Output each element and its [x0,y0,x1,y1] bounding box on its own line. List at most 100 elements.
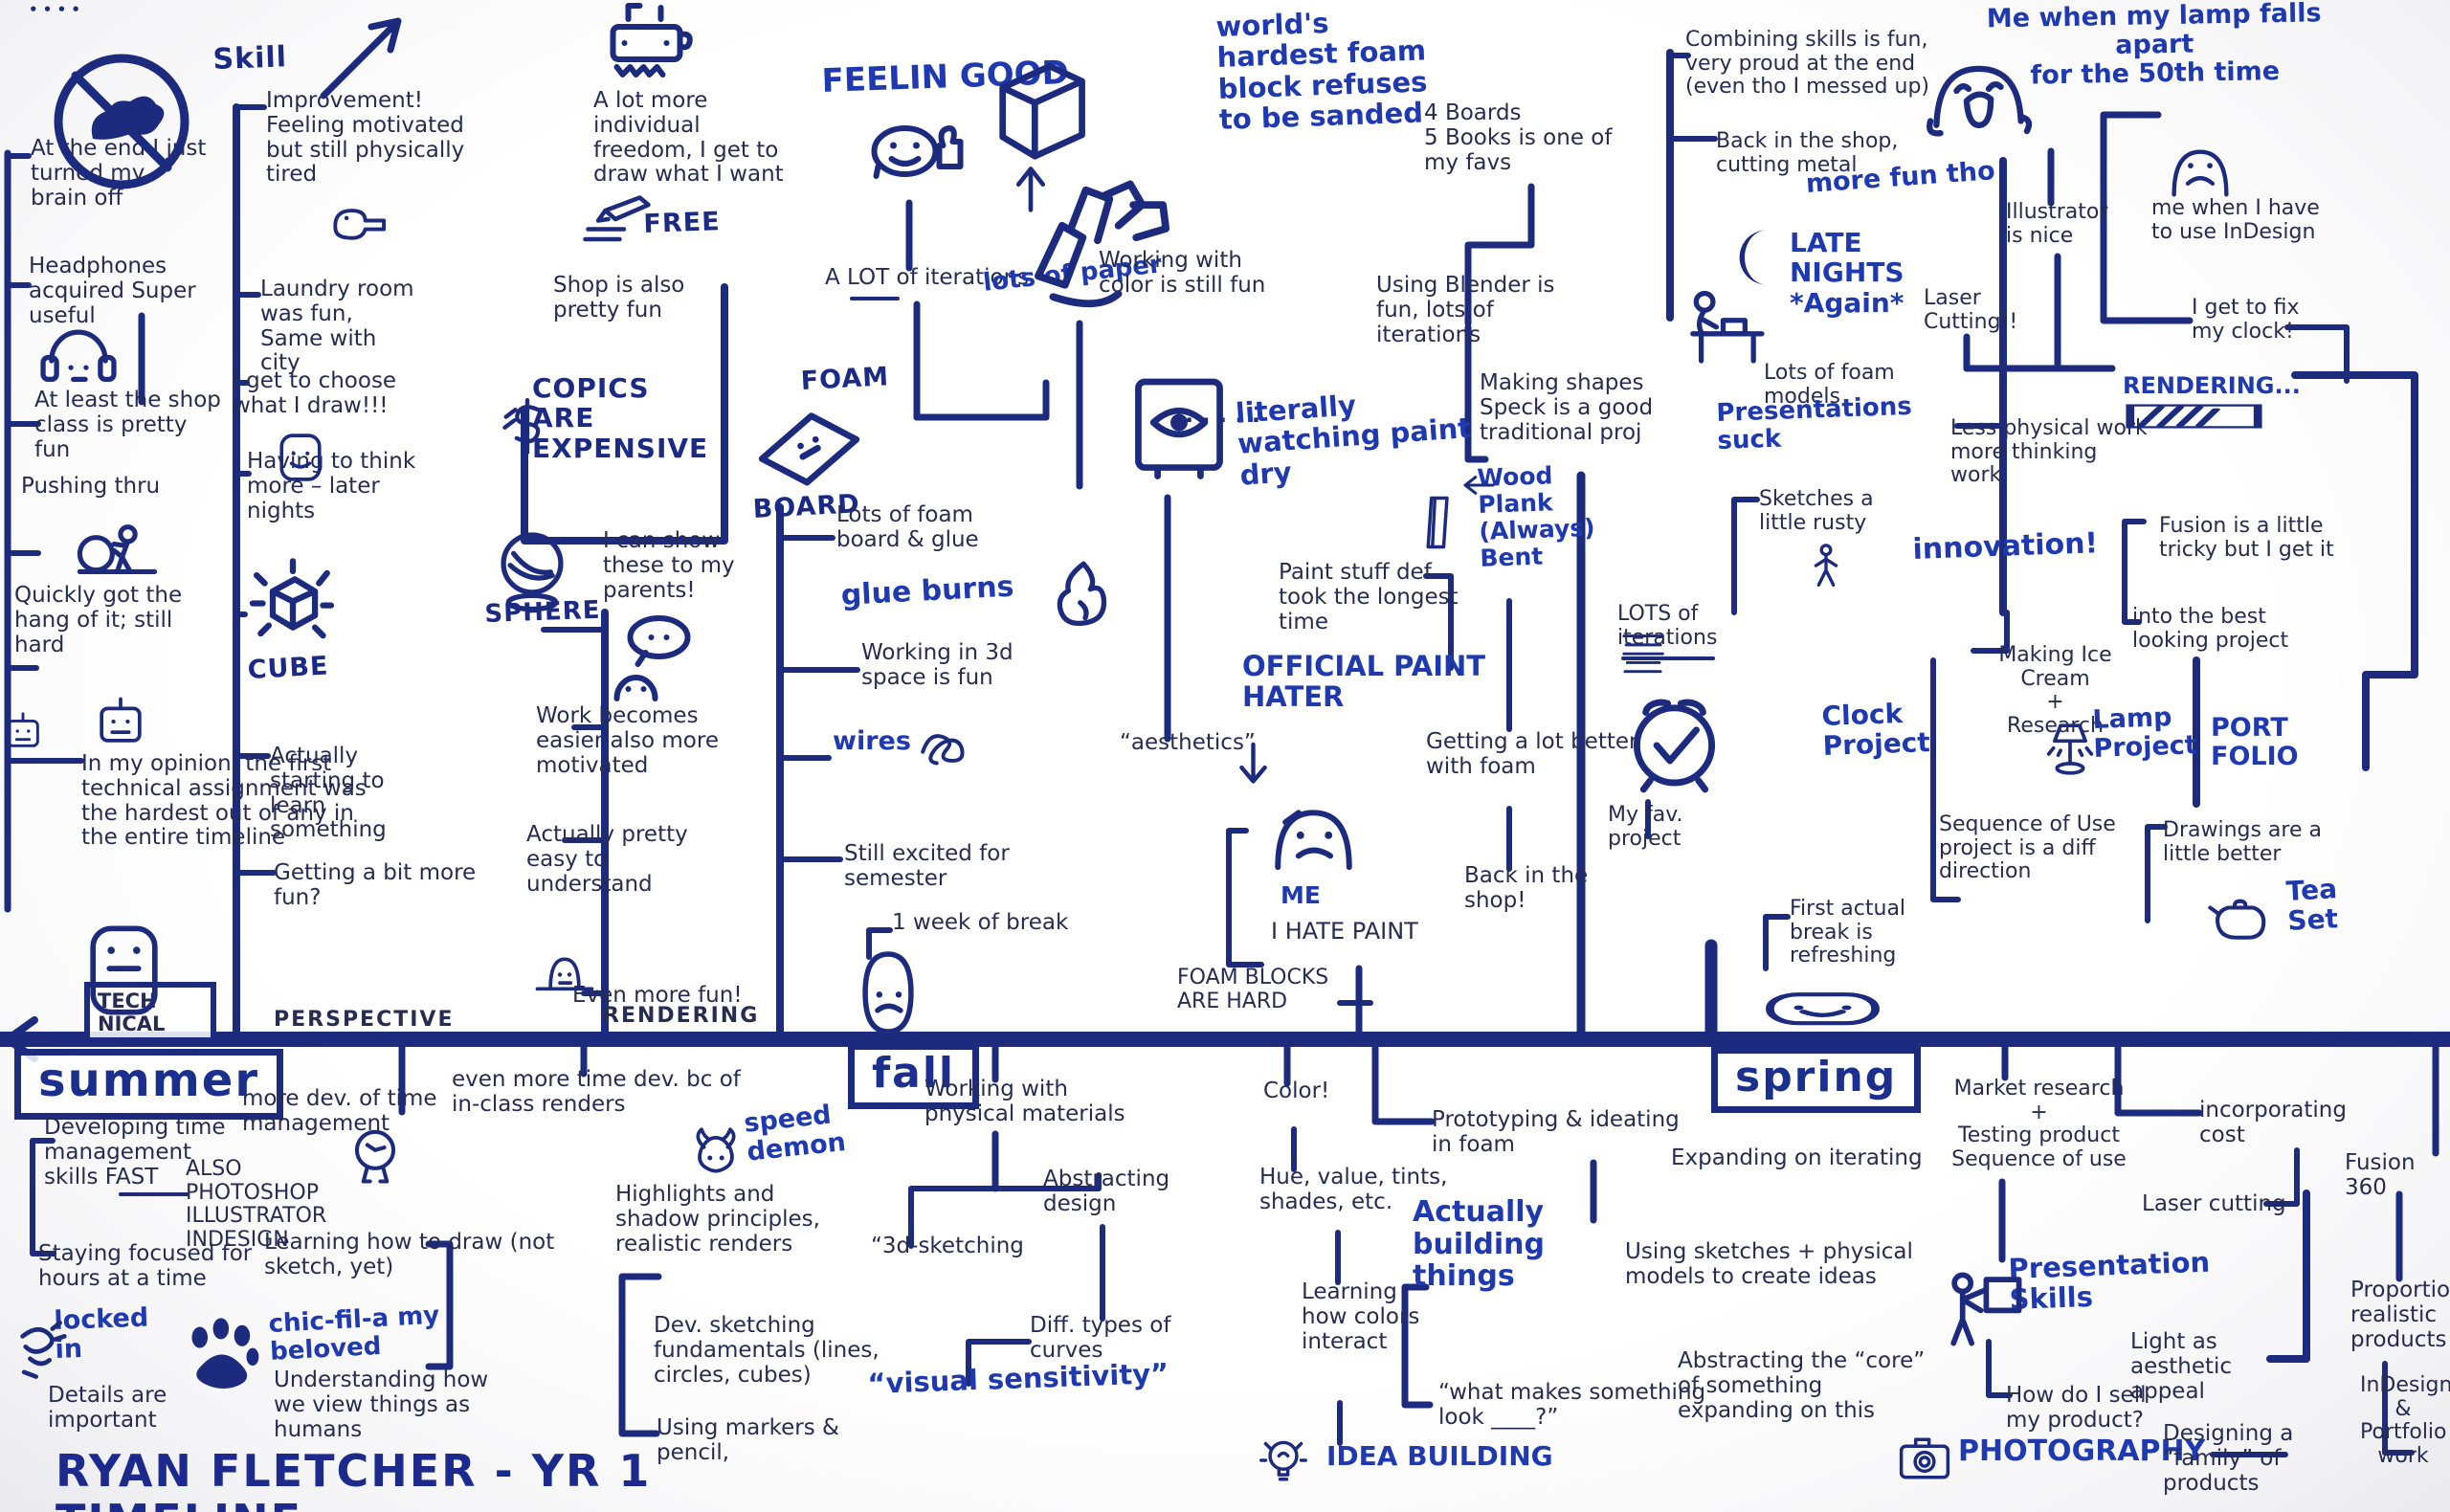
abstracting-design: Abstracting design [1043,1167,1170,1216]
foam-models: Lots of foam models [1764,361,1895,409]
using-blender: Using Blender is fun, lots of iterations [1376,273,1555,347]
presentation-skills: Presentation Skills [2007,1245,2211,1317]
details-important: Details are important [48,1383,167,1433]
corner-dots: • • • • [29,1,81,18]
locked-scribble-icon [8,1304,82,1398]
sphere-icon [490,526,574,614]
stickman-icon [1803,523,1849,611]
foam-label: FOAM [799,362,890,396]
freedom: A lot more individual freedom, I get to … [593,88,784,188]
connector-line [2291,371,2418,771]
paint-longest: Paint stuff def. took the longest time [1279,560,1459,634]
connector-line [1371,1035,1436,1125]
presentations-suck: Presentations suck [1715,391,1913,456]
paint-hater: OFFICIAL PAINT HATER [1242,650,1486,714]
innovation: innovation! [1911,526,2099,567]
abstracting-core: Abstracting the “core” of something expa… [1678,1348,1926,1423]
cube-label: CUBE [246,651,330,685]
lightbulb-icon [1256,1426,1311,1495]
choose-draw: I get to choose what I draw!!! [233,368,397,418]
moon-icon [1726,220,1792,295]
still-excited: Still excited for semester [844,841,1010,891]
foam-block-icon [988,48,1095,170]
bit-more-fun: Getting a bit more fun? [274,860,477,910]
smiley-thumbs-icon [828,105,1005,201]
sketching-3d: “3d-sketching [871,1234,1024,1258]
designing-family: Designing a “family” of products [2163,1421,2294,1496]
sketches-rusty: Sketches a little rusty [1759,487,1874,535]
fix-clock: I get to fix my clock! [2192,296,2300,344]
tall-face-icon [78,900,169,1041]
lamp-project: Lamp Project [2091,702,2198,765]
lots-scribble-icon [1617,625,1675,680]
proportional: Proportional realistic products [2350,1278,2450,1352]
shop-class-fun: At least the shop class is pretty fun [34,388,221,462]
skill-arrow-icon [268,8,459,103]
improvement: Improvement! Feeling motivated but still… [266,88,465,188]
rendering-label: RENDERING [603,1004,760,1028]
speed-demon: speed demon [742,1100,848,1167]
clock-project: Clock Project [1820,698,1931,763]
also-adobe: ALSO PHOTOSHOP ILLUSTRATOR INDESIGN [186,1157,327,1252]
making-shapes: Making shapes Speck is a good traditiona… [1480,370,1654,445]
grin-face-icon [276,425,325,490]
portfolio: PORT FOLIO [2211,713,2299,772]
connector-line [913,379,1050,421]
alarm-clock-icon [1619,676,1729,802]
dev-sketching: Dev. sketching fundamentals (lines, circ… [654,1313,880,1388]
connector-line [4,1016,38,1043]
wires-label: wires [833,726,911,756]
main-title: RYAN FLETCHER - YR 1 TIMELINE [56,1445,652,1512]
dollar-icon [498,371,557,481]
chic-fil-a: chic-fil-a my beloved [267,1301,440,1367]
camera-icon [1897,1429,1952,1488]
diff-curves: Diff. types of curves [1030,1313,1171,1363]
week-break: 1 week of break [892,910,1069,935]
idea-building: IDEA BUILDING [1326,1440,1553,1472]
robot-face-icon [0,701,46,761]
scribble-icon [911,714,980,777]
illustrator-nice: Illustrator is nice [2006,200,2108,248]
eye-box-icon [1125,373,1233,480]
cutting-metal: Back in the shop, cutting metal [1716,129,1899,177]
sad-egg-icon [844,947,932,1038]
plank-icon [1413,459,1468,586]
drawings-better: Drawings are a little better [2163,818,2322,866]
more-dev-time: more dev. of time management [242,1086,437,1136]
incorporating-cost: incorporating cost [2199,1098,2347,1147]
photography: PHOTOGRAPHY [1958,1434,2206,1468]
copics: COPICS ARE EXPENSIVE [532,372,709,464]
i-hate-paint: I HATE PAINT [1271,918,1418,945]
rendering-note: RENDERING... [2123,372,2301,399]
colors-interact: Learning how colors interact [1302,1279,1420,1354]
ice-cream: Making Ice Cream + Research [1998,643,2112,738]
desk-person-icon [1673,283,1780,367]
robot-face-icon [91,689,150,754]
glue-burns: glue burns [839,569,1015,612]
laundry-room: Laundry room was fun, Same with city [260,277,414,376]
paper-fan-icon [943,172,1258,321]
late-nights: LATE NIGHTS *Again* [1790,227,1904,319]
cube-icon [235,553,350,654]
shop-also-fun: Shop is also pretty fun [553,273,685,322]
lamp-icon [2040,702,2100,796]
work-easier: Work becomes easier also more motivated [536,703,719,778]
connector-line [2266,1190,2310,1363]
frown-face-icon [2158,134,2242,203]
foam-glue: Lots of foam board & glue [836,502,979,552]
season-label-summer: summer [14,1049,283,1120]
headphones-face-icon [21,312,136,396]
demon-icon [683,1123,748,1183]
highlights-shadow: Highlights and shadow principles, realis… [615,1182,820,1256]
staying-focused: Staying focused for hours at a time [38,1241,253,1291]
clock-person-icon [343,1114,408,1202]
machine-icon [563,0,740,96]
headphones-note: Headphones acquired Super useful [29,254,196,328]
pencil-free-icon [560,182,679,254]
left-arrow-icon [1453,467,1503,503]
speech-face-icon [601,611,702,706]
fire-icon [1041,559,1129,643]
back-shop: Back in the shop! [1464,863,1589,913]
first-break: First actual break is refreshing [1790,897,1906,968]
